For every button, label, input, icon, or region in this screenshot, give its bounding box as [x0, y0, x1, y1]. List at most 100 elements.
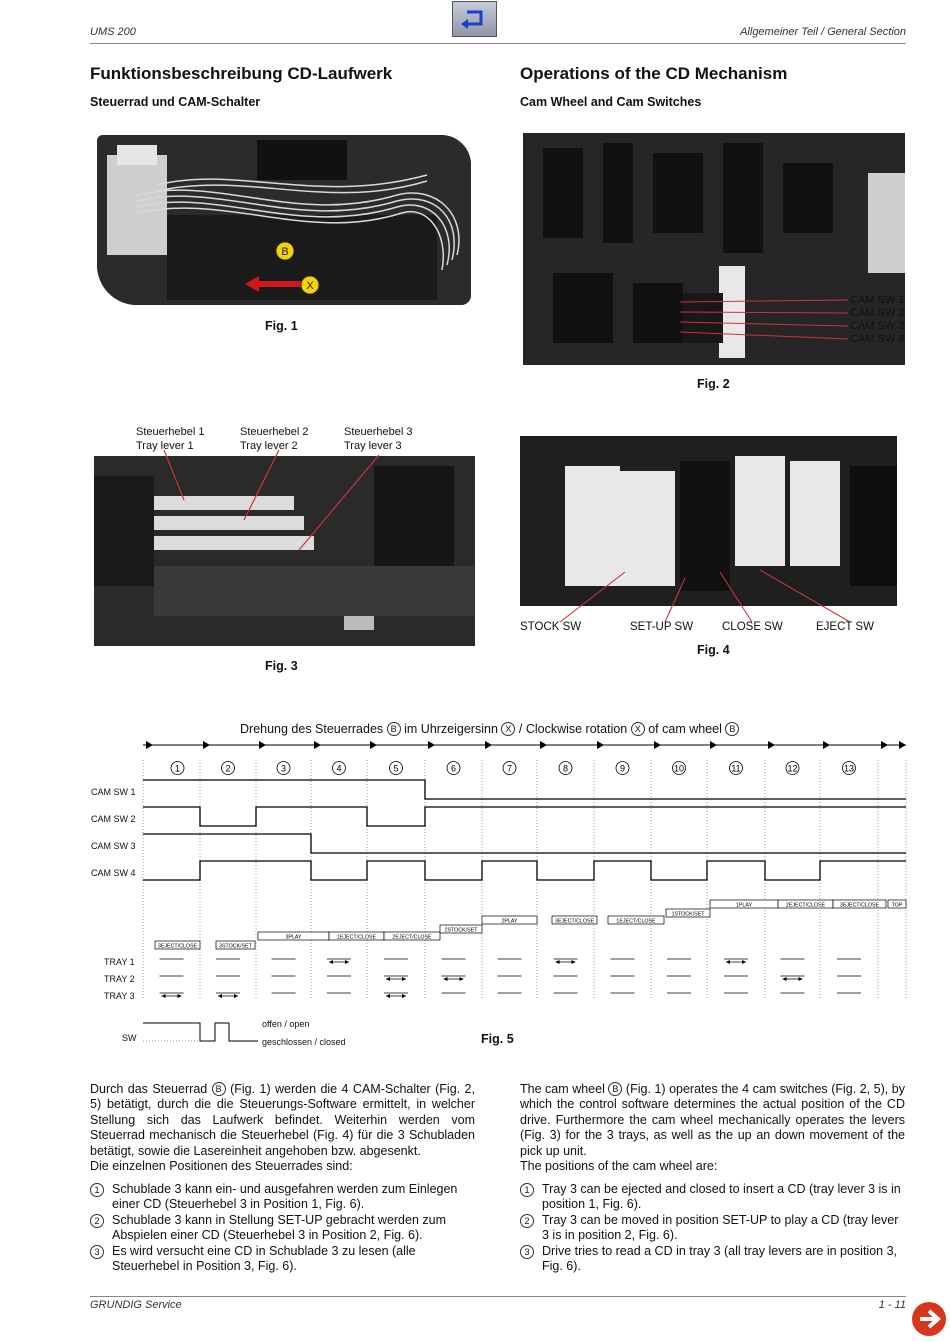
position-number: 10 [674, 764, 684, 774]
state-label: 2EJECT/CLOSE [786, 902, 826, 908]
position-circle [615, 761, 630, 775]
fig2-label-cam-sw-4: CAM SW 4 [850, 333, 905, 345]
state-label: 2PLAY [501, 918, 518, 924]
fig4-label-close-sw: CLOSE SW [722, 621, 783, 633]
page-title-de: Funktionsbeschreibung CD-Laufwerk [90, 64, 393, 83]
fig4-label-stock-sw: STOCK SW [520, 621, 582, 633]
state-box [439, 924, 483, 934]
state-box [832, 899, 887, 909]
tray-move-arrow [742, 960, 746, 964]
next-page-button[interactable] [912, 1302, 946, 1336]
fig4-label-setup-sw: SET-UP SW [630, 621, 694, 633]
position-circle [276, 761, 291, 775]
fig3-illustration [94, 456, 475, 646]
tray-move-arrow [402, 977, 406, 981]
row-label-tray-1: TRAY 1 [104, 957, 135, 967]
fig3-lever-2-de: Steuerhebel 2 [240, 426, 309, 438]
rotation-arrow-head [823, 741, 830, 749]
rotation-arrow-head [540, 741, 547, 749]
header-rule [90, 43, 906, 44]
subtitle-en: Cam Wheel and Cam Switches [520, 95, 702, 109]
tray-move-arrow [571, 960, 576, 964]
rotation-arrow-head [428, 741, 435, 749]
footer-brand: GRUNDIG Service [90, 1299, 182, 1311]
tray-move-arrow [726, 960, 730, 964]
header-model: UMS 200 [90, 26, 136, 38]
tray-move-arrow [443, 977, 448, 981]
fig2-label-cam-sw-3: CAM SW 3 [850, 320, 905, 332]
return-arrow-icon [461, 10, 483, 29]
row-label-tray-2: TRAY 2 [104, 974, 135, 984]
fig3-lever-2-en: Tray lever 2 [240, 440, 298, 452]
tray-move-arrow [345, 960, 349, 964]
body-en-paragraph: The cam wheel B (Fig. 1) operates the 4 … [520, 1082, 905, 1158]
footer-rule [90, 1296, 906, 1297]
fig4-photo [520, 436, 897, 606]
body-en-positions-intro: The positions of the cam wheel are: [520, 1159, 718, 1173]
legend-closed-label: geschlossen / closed [262, 1037, 346, 1047]
fig4-label-eject-sw: EJECT SW [816, 621, 874, 633]
cam-switch-waveform [143, 860, 906, 881]
fig3-photo [94, 456, 475, 646]
row-label-cam-sw-3: CAM SW 3 [91, 841, 136, 851]
position-circle [785, 761, 800, 775]
tray-move-arrow [161, 994, 166, 998]
rotation-arrow-head [710, 741, 717, 749]
body-de-positions-intro: Die einzelnen Positionen des Steuerrades… [90, 1159, 353, 1173]
position-circle [502, 761, 517, 775]
state-label: TOP [892, 902, 903, 908]
row-label-cam-sw-4: CAM SW 4 [91, 868, 136, 878]
state-label: 1EJECT/CLOSE [337, 934, 377, 940]
body-de-paragraph: Durch das Steuerrad B (Fig. 1) werden di… [90, 1082, 475, 1158]
position-circle [332, 761, 346, 775]
symbol-b-circle: B [386, 722, 401, 736]
fig2-illustration [523, 133, 905, 365]
symbol-x-circle: X [630, 722, 645, 736]
position-number: 8 [563, 764, 568, 774]
fig1-marker-x: X [306, 280, 314, 292]
row-label-cam-sw-2: CAM SW 2 [91, 814, 136, 824]
header-section: Allgemeiner Teil / General Section [740, 26, 906, 38]
symbol-b-circle: B [725, 722, 740, 736]
tray-move-arrow [402, 994, 406, 998]
state-label: 2STOCK/SET [445, 927, 479, 933]
position-circle [446, 761, 461, 775]
state-box [154, 940, 201, 950]
symbol-b-circle: B [211, 1082, 226, 1096]
state-label: 3EJECT/CLOSE [840, 902, 880, 908]
fig2-label-cam-sw-2: CAM SW 2 [850, 307, 905, 319]
tray-move-arrow [555, 960, 560, 964]
state-box [481, 915, 538, 925]
tray-move-arrow [177, 994, 182, 998]
rotation-arrow-head [768, 741, 775, 749]
position-number: 5 [393, 764, 398, 774]
position-number: 11 [731, 764, 740, 774]
symbol-b-circle: B [608, 1082, 623, 1096]
position-number: 12 [787, 764, 797, 774]
position-number: 9 [620, 764, 625, 774]
position-number: 3 [281, 764, 286, 774]
state-box [383, 931, 441, 941]
position-circle [170, 761, 185, 775]
back-button[interactable] [452, 1, 497, 37]
state-box [887, 899, 907, 909]
rotation-arrow-head [485, 741, 492, 749]
state-label: 3STOCK/SET [219, 943, 253, 949]
state-box [551, 915, 598, 925]
state-label: 1STOCK/SET [672, 911, 706, 917]
fig1-photo: B X [97, 135, 471, 305]
legend-open-label: offen / open [262, 1019, 310, 1029]
cam-switch-waveform [143, 833, 906, 854]
fig4-leader-lines [559, 569, 851, 623]
rotation-arrow-head [259, 741, 266, 749]
tray-move-arrow [218, 994, 222, 998]
state-label: 1PLAY [736, 902, 753, 908]
subtitle-de: Steuerrad und CAM-Schalter [90, 95, 261, 109]
tray-move-arrow [386, 977, 390, 981]
tray-move-arrow [234, 994, 238, 998]
fig2-leader-lines [680, 299, 849, 340]
rotation-arrow-head [370, 741, 377, 749]
